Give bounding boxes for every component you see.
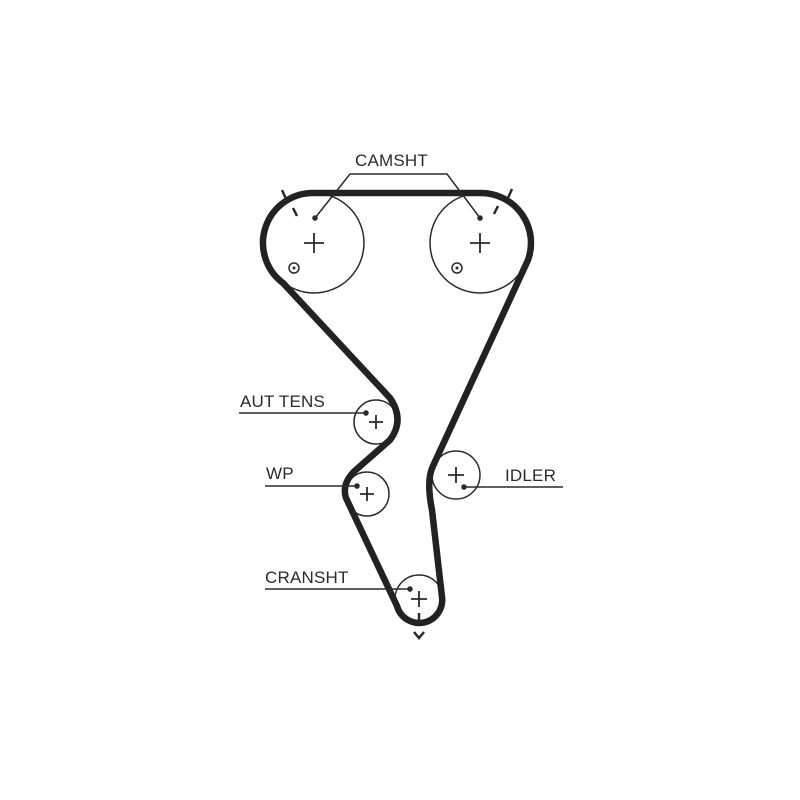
left-cam-timing-mark-icon bbox=[288, 262, 300, 274]
auto-tensioner-label: AUT TENS bbox=[240, 392, 326, 411]
right-cam-timing-mark-icon bbox=[451, 262, 463, 274]
camshaft-label: CAMSHT bbox=[355, 151, 428, 170]
timing-marks bbox=[280, 188, 514, 640]
crankshaft-label: CRANSHT bbox=[265, 568, 349, 587]
leader-lines bbox=[239, 173, 563, 592]
water-pump-label: WP bbox=[266, 464, 294, 483]
idler-label: IDLER bbox=[505, 466, 557, 485]
timing-belt bbox=[259, 189, 535, 627]
